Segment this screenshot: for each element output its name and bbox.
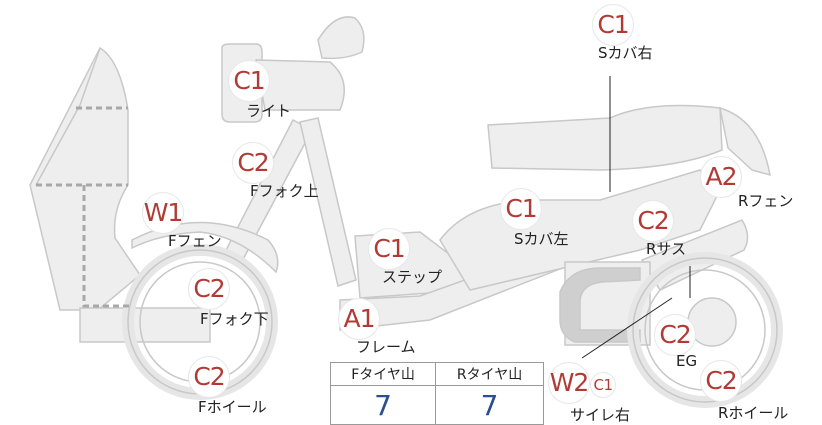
frame-label: フレーム xyxy=(356,338,416,356)
scover-left-label: Sカバ左 xyxy=(514,230,569,248)
ffork-lower-label: Fフォク下 xyxy=(200,310,269,328)
tire-tread-header-row: Fタイヤ山 Rタイヤ山 xyxy=(329,362,544,386)
front-tire-tread-value: 7 xyxy=(329,385,437,425)
fwheel-grade-badge: C2 xyxy=(188,356,230,398)
engine-grade-badge: C2 xyxy=(654,314,696,356)
step-label: ステップ xyxy=(382,268,443,286)
muffler-right-label: サイレ右 xyxy=(570,406,631,424)
fwheel-label: Fホイール xyxy=(198,398,267,416)
rsus-grade-badge: C2 xyxy=(632,200,674,242)
ffork-upper-grade-badge: C2 xyxy=(232,142,274,184)
ffender-label: Fフェン xyxy=(168,232,222,250)
ffork-upper-label: Fフォク上 xyxy=(250,182,319,200)
front-tire-tread-header: Fタイヤ山 xyxy=(329,362,437,386)
rsus-label: Rサス xyxy=(646,240,687,258)
rwheel-label: Rホイール xyxy=(718,404,789,422)
muffler-right-grade-badge: W2 xyxy=(548,362,590,404)
light-grade-badge: C1 xyxy=(228,60,270,102)
engine-label: EG xyxy=(676,352,698,370)
light-label: ライト xyxy=(246,102,292,120)
muffler-right-secondary-grade-badge: C1 xyxy=(590,372,616,398)
tire-tread-value-row: 7 7 xyxy=(329,385,544,425)
rear-tire-tread-header: Rタイヤ山 xyxy=(435,362,544,386)
ffender-grade-badge: W1 xyxy=(142,192,184,234)
tire-tread-table: Fタイヤ山 Rタイヤ山 7 7 xyxy=(329,362,544,425)
ffork-lower-grade-badge: C2 xyxy=(188,268,230,310)
scover-right-label: Sカバ右 xyxy=(598,44,653,62)
rwheel-grade-badge: C2 xyxy=(700,360,742,402)
rfender-label: Rフェン xyxy=(738,192,794,210)
frame-grade-badge: A1 xyxy=(338,298,380,340)
rfender-grade-badge: A2 xyxy=(700,156,742,198)
scover-left-grade-badge: C1 xyxy=(500,188,542,230)
step-grade-badge: C1 xyxy=(368,228,410,270)
rear-tire-tread-value: 7 xyxy=(435,385,544,425)
scover-right-grade-badge: C1 xyxy=(592,4,634,46)
